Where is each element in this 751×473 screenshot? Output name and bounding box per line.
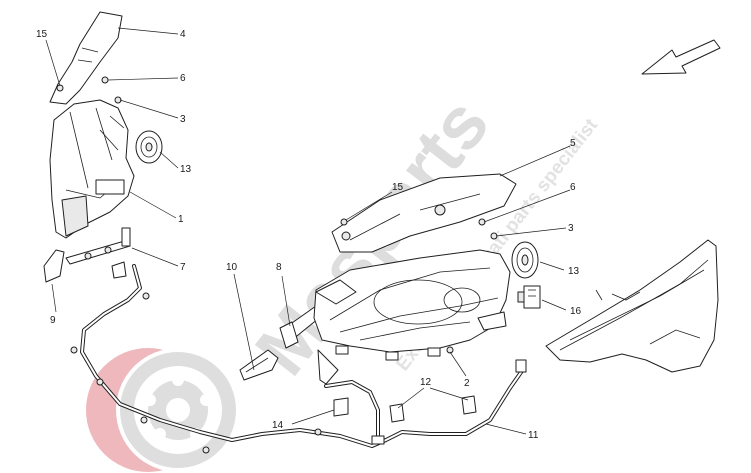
callout-7: 7 [180,262,186,273]
callout-14: 14 [272,420,284,431]
callout-15-right: 15 [392,182,404,193]
bracket-5 [331,173,517,253]
clip-12-a [389,403,405,423]
hose-11 [70,264,527,454]
callout-13-left: 13 [180,164,192,175]
cap-13-right [511,241,539,279]
callout-5: 5 [570,138,576,149]
direction-arrow-icon [641,39,721,75]
headlamp-1 [49,99,135,239]
callout-1: 1 [178,214,184,225]
callout-15-left: 15 [36,29,48,40]
callout-9: 9 [50,315,56,326]
callout-10: 10 [226,262,238,273]
leader-lines [45,27,571,435]
callout-4: 4 [180,29,186,40]
cap-13-left [135,130,163,164]
callout-2: 2 [464,378,470,389]
callout-11: 11 [528,430,539,441]
callout-labels: 15 4 6 3 13 1 7 9 10 8 5 15 6 3 13 16 2 … [36,29,582,441]
callout-12: 12 [420,377,432,388]
clip-left [111,261,127,279]
cover-9 [43,249,65,283]
callout-3-right: 3 [568,223,574,234]
clip-12-b [461,395,477,415]
callout-3-left: 3 [180,114,186,125]
bracket-4 [49,11,123,105]
rail-7 [65,227,131,265]
watermark-logo [86,348,240,472]
fender-panel [545,239,719,373]
clip-14 [314,397,349,436]
callout-16: 16 [570,306,582,317]
lens-10 [239,349,279,381]
callout-8: 8 [276,262,282,273]
screw-15-right [340,218,348,226]
callout-6-left: 6 [180,73,186,84]
nut-6-left [101,76,109,84]
callout-13-right: 13 [568,266,580,277]
bulb-16 [517,285,541,309]
callout-6-right: 6 [570,182,576,193]
headlamp-2 [313,249,511,385]
